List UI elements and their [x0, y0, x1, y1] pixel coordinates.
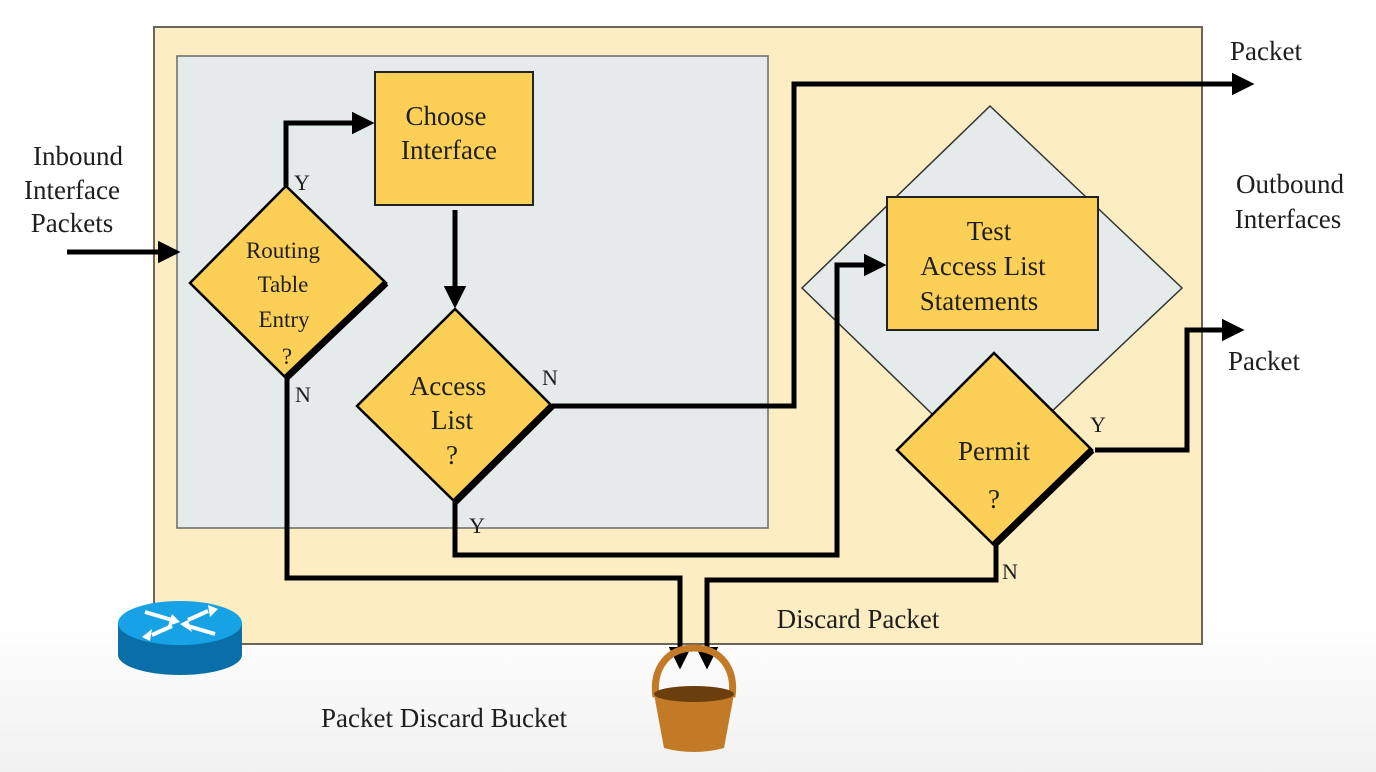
access-yes-path	[452, 253, 887, 558]
permit-text-2: ?	[988, 484, 1000, 514]
choose-interface-text-2: Interface	[401, 135, 497, 165]
inbound-label-1: Inbound	[33, 141, 123, 171]
permit-yes-path	[1095, 318, 1245, 453]
access-no-label: N	[542, 365, 558, 390]
packet-top-label: Packet	[1230, 36, 1302, 66]
inbound-label-3: Packets	[31, 208, 113, 238]
choose-interface-box	[374, 71, 534, 206]
discard-bucket-icon	[651, 644, 737, 752]
access-yes-label: Y	[469, 513, 485, 538]
routing-yes-label: Y	[294, 170, 310, 195]
routing-text-3: Entry	[258, 307, 310, 332]
outbound-label-2: Interfaces	[1235, 204, 1341, 234]
outbound-label-1: Outbound	[1236, 169, 1345, 199]
inbound-label-2: Interface	[24, 175, 120, 205]
routing-no-label: N	[295, 382, 311, 407]
routing-text-1: Routing	[246, 238, 321, 263]
choose-interface-text-1: Choose	[406, 101, 487, 131]
test-statements-text-1: Test	[967, 216, 1012, 246]
access-list-text-1: Access	[410, 371, 486, 401]
access-no-path	[552, 72, 1255, 409]
routing-yes-path	[283, 111, 375, 186]
packet-mid-label: Packet	[1228, 346, 1300, 376]
test-statements-box	[886, 196, 1099, 331]
discard-packet-label: Discard Packet	[777, 604, 940, 634]
routing-no-path	[284, 378, 692, 670]
routing-text-4: ?	[282, 344, 292, 369]
bucket-label: Packet Discard Bucket	[321, 703, 567, 733]
permit-text-1: Permit	[958, 436, 1030, 466]
test-statements-text-3: Statements	[920, 286, 1038, 316]
permit-no-label: N	[1002, 559, 1018, 584]
access-list-text-3: ?	[446, 440, 458, 470]
test-statements-text-2: Access List	[920, 251, 1046, 281]
permit-yes-label: Y	[1090, 412, 1106, 437]
router-icon	[118, 601, 242, 675]
routing-text-2: Table	[258, 272, 309, 297]
permit-no-path	[695, 545, 999, 670]
access-list-text-2: List	[431, 405, 474, 435]
